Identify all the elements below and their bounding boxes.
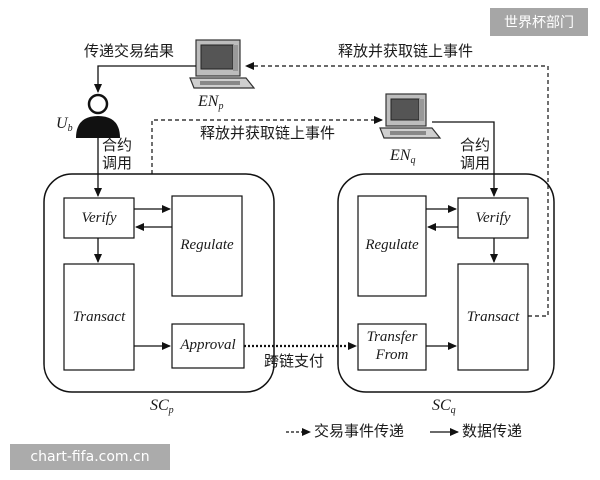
transact-label-q: Transact xyxy=(466,309,520,325)
verify-label-p: Verify xyxy=(81,210,117,226)
event-flow-arrows xyxy=(151,62,549,317)
cross-chain-pay-label: 跨链支付 xyxy=(264,352,325,370)
watermark-bottom: chart-fifa.com.cn xyxy=(10,444,170,470)
transact-box-q xyxy=(457,263,529,371)
user-icon xyxy=(76,93,120,138)
contract-call-q-line2: 调用 xyxy=(460,154,491,172)
sc-q-container xyxy=(337,173,555,393)
pass-result-label: 传递交易结果 xyxy=(84,42,175,60)
regulate-label-p: Regulate xyxy=(180,237,234,253)
verify-label-q: Verify xyxy=(475,210,511,226)
regulate-box-p xyxy=(171,195,243,297)
sc-p-label: SCp xyxy=(150,397,174,416)
transfer-label-line2: From xyxy=(375,347,409,363)
transfer-box-q xyxy=(357,323,427,371)
data-flow-arrows xyxy=(94,65,498,350)
sc-p-container xyxy=(43,173,275,393)
sc-q-label: SCq xyxy=(432,397,456,416)
transact-box-p xyxy=(63,263,135,371)
regulate-box-q xyxy=(357,195,427,297)
contract-call-p-line2: 调用 xyxy=(102,154,133,172)
verify-box-p xyxy=(63,197,135,239)
contract-call-p-line1: 合约 xyxy=(102,136,133,154)
watermark-top: 世界杯部门 xyxy=(490,8,588,36)
verify-box-q xyxy=(457,197,529,239)
computer-icon xyxy=(379,93,442,139)
legend-dashed-label: 交易事件传递 xyxy=(314,422,405,440)
approval-box-p xyxy=(171,323,245,369)
release-event-top-label: 释放并获取链上事件 xyxy=(338,42,474,60)
computer-icon xyxy=(189,39,256,89)
approval-label-p: Approval xyxy=(180,337,236,353)
transfer-label-line1: Transfer xyxy=(366,329,418,345)
contract-call-q-line1: 合约 xyxy=(460,136,491,154)
transact-label-p: Transact xyxy=(72,309,126,325)
legend-solid-label: 数据传递 xyxy=(462,422,523,440)
release-event-mid-label: 释放并获取链上事件 xyxy=(200,124,336,142)
en-p-label: ENp xyxy=(198,93,224,112)
regulate-label-q: Regulate xyxy=(365,237,419,253)
user-label: Ub xyxy=(56,115,73,134)
en-q-label: ENq xyxy=(390,147,416,166)
